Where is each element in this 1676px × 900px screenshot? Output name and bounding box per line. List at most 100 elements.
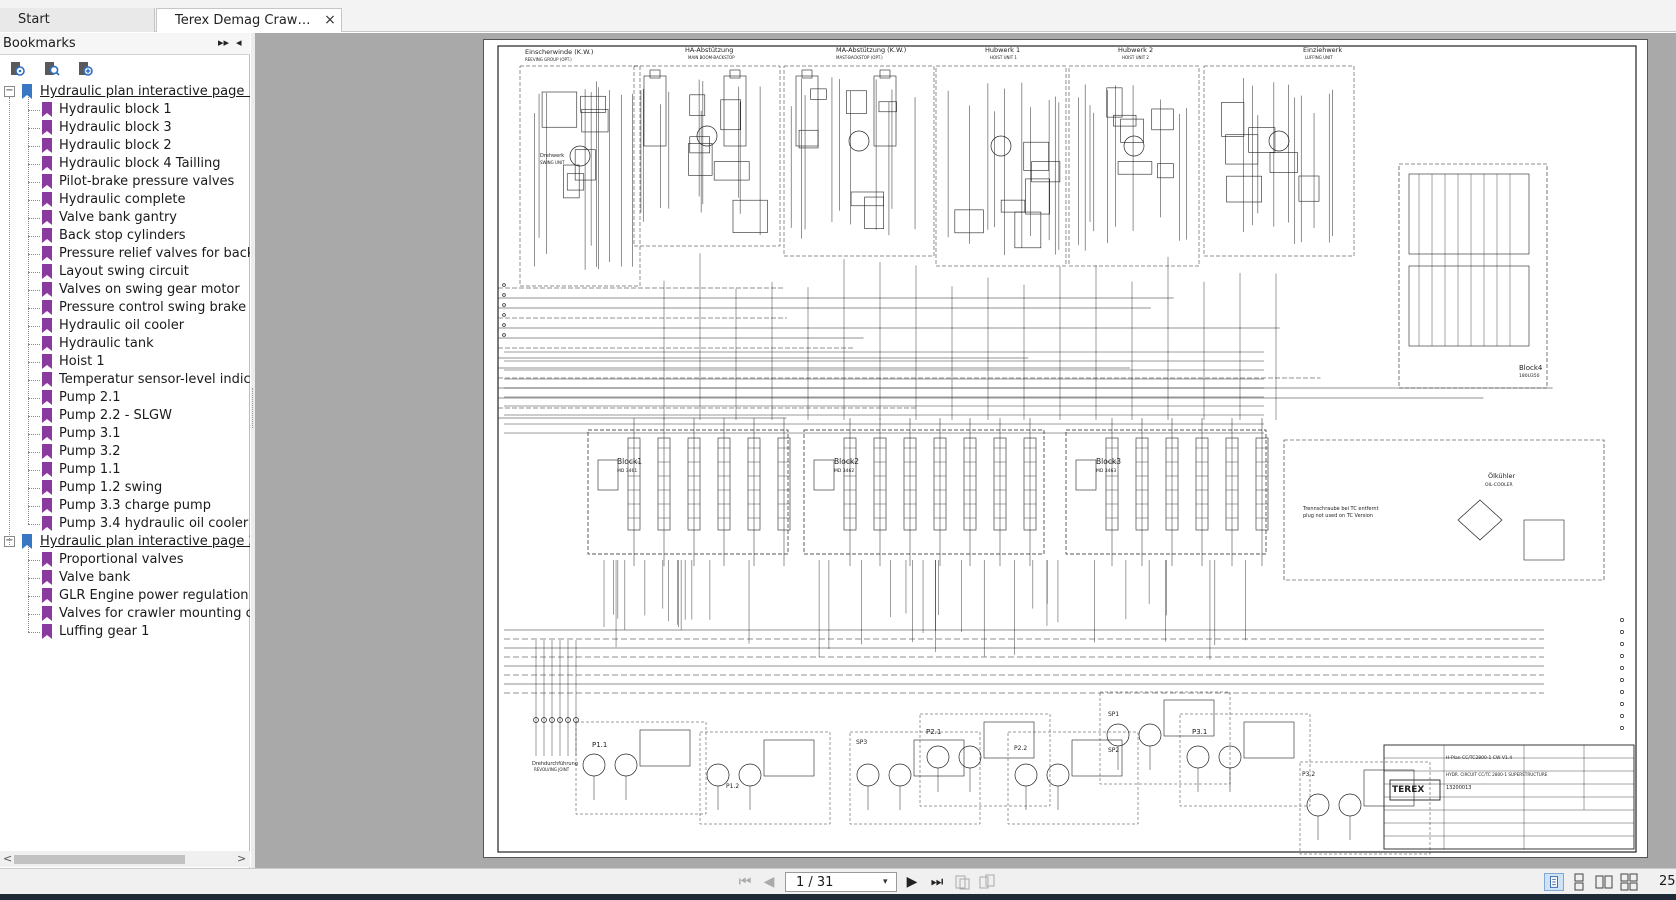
bookmark-item[interactable]: Pump 3.4 hydraulic oil cooler (0, 515, 250, 533)
bookmark-item[interactable]: Pump 2.1 (0, 389, 250, 407)
block4-name: Block4 (1519, 364, 1543, 372)
bookmark-group[interactable]: −Hydraulic plan interactive page 1 (0, 83, 250, 101)
find-bookmark-icon[interactable] (42, 60, 60, 78)
scroll-left-icon[interactable]: < (3, 852, 13, 865)
block2-name: Block2 (834, 457, 859, 466)
bookmark-label: Hydraulic oil cooler (59, 318, 185, 333)
bookmark-settings-icon[interactable] (8, 60, 26, 78)
bookmark-item[interactable]: Pump 3.1 (0, 425, 250, 443)
bookmark-item[interactable]: Luffing gear 1 (0, 623, 250, 641)
tab-start[interactable]: Start (0, 8, 155, 32)
tree-connector (28, 290, 40, 291)
panel-splitter[interactable] (251, 33, 255, 868)
continuous-view-icon[interactable] (1569, 873, 1589, 891)
bookmark-icon (42, 174, 52, 189)
bookmark-icon (42, 588, 52, 603)
continuous-facing-view-icon[interactable] (1619, 873, 1639, 891)
bookmark-item[interactable]: Pressure control swing brake (0, 299, 250, 317)
page-selector[interactable]: 1 / 31 ▾ (785, 872, 897, 892)
tree-connector (28, 254, 40, 255)
bookmark-item[interactable]: Pressure relief valves for back stop (0, 245, 250, 263)
bookmark-item[interactable]: Hydraulic complete (0, 191, 250, 209)
bookmark-label: Luffing gear 1 (59, 624, 150, 639)
schematic-linework (497, 45, 1637, 855)
tree-connector (28, 470, 40, 471)
bookmark-item[interactable]: Hydraulic block 3 (0, 119, 250, 137)
horizontal-scrollbar[interactable]: < > (0, 851, 250, 867)
chevron-down-icon[interactable]: ▾ (883, 877, 888, 887)
expand-panel-icon[interactable]: ▸▸ (218, 36, 230, 49)
bookmark-group[interactable]: −Hydraulic plan interactive page 2 (0, 533, 250, 551)
header-mast-backstop: MA-Abstützung (K.W.) (836, 46, 906, 54)
document-viewport[interactable]: Einscherwinde (K.W.) HA-Abstützung MA-Ab… (255, 33, 1676, 868)
collapse-tree-icon[interactable]: − (4, 85, 15, 97)
bookmark-item[interactable]: Hydraulic tank (0, 335, 250, 353)
bookmarks-title: Bookmarks (3, 36, 76, 51)
bookmark-label: Hydraulic block 2 (59, 138, 172, 153)
bookmark-item[interactable]: Hydraulic block 1 (0, 101, 250, 119)
bookmark-item[interactable]: Hoist 1 (0, 353, 250, 371)
bookmark-icon (42, 210, 52, 225)
zoom-level[interactable]: 25 (1659, 874, 1676, 889)
bookmark-icon (42, 444, 52, 459)
bookmark-item[interactable]: Hydraulic oil cooler (0, 317, 250, 335)
taskbar-strip (0, 894, 1676, 900)
bookmark-label: Hydraulic block 3 (59, 120, 172, 135)
collapse-panel-icon[interactable]: ◂ (236, 36, 242, 49)
bookmark-item[interactable]: Proportional valves (0, 551, 250, 569)
titleblock-desc: HYDR. CIRCUIT CC/TC 2800-1 SUPERSTRUCTUR… (1446, 772, 1548, 777)
bookmark-item[interactable]: Temperatur sensor-level indicator (0, 371, 250, 389)
tab-bar: Start Terex Demag Crawler ... × (0, 0, 1676, 32)
scrollbar-thumb[interactable] (14, 855, 185, 864)
bookmark-icon (42, 282, 52, 297)
bookmark-label: Hydraulic block 1 (59, 102, 172, 117)
bookmark-item[interactable]: Hydraulic block 4 Tailling (0, 155, 250, 173)
bookmark-item[interactable]: Valves for crawler mounting cylinde (0, 605, 250, 623)
bookmark-label: Temperatur sensor-level indicator (59, 372, 250, 387)
bookmark-item[interactable]: Valve bank gantry (0, 209, 250, 227)
two-page-rotate-icon[interactable] (978, 873, 996, 891)
single-page-view-icon[interactable] (1544, 873, 1564, 891)
bookmark-item[interactable]: Back stop cylinders (0, 227, 250, 245)
block1-name: Block1 (617, 457, 642, 466)
bookmark-item[interactable]: Valves on swing gear motor (0, 281, 250, 299)
subheader-main-backstop: MAIN BOOM-BACKSTOP (688, 55, 735, 60)
bookmark-label: Pump 3.1 (59, 426, 121, 441)
tree-connector (28, 164, 40, 165)
bookmark-label: Pump 1.1 (59, 462, 121, 477)
bookmark-item[interactable]: Pump 1.2 swing (0, 479, 250, 497)
previous-page-button[interactable]: ◀ (763, 874, 775, 890)
bookmark-item[interactable]: Pump 3.2 (0, 443, 250, 461)
bookmark-item[interactable]: Hydraulic block 2 (0, 137, 250, 155)
block4-code: 180U350 (1519, 373, 1540, 379)
scroll-right-icon[interactable]: > (237, 852, 247, 865)
bookmark-item[interactable]: Pump 1.1 (0, 461, 250, 479)
bookmark-item[interactable]: Pump 3.3 charge pump (0, 497, 250, 515)
first-page-button[interactable]: ⏮ (738, 874, 752, 890)
bookmark-item[interactable]: Pilot-brake pressure valves (0, 173, 250, 191)
label-revolving-joint-sub: REVOLVING JOINT (534, 767, 570, 772)
rotate-page-icon[interactable] (953, 873, 971, 891)
next-page-button[interactable]: ▶ (906, 874, 918, 890)
tree-connector (28, 128, 40, 129)
facing-view-icon[interactable] (1594, 873, 1614, 891)
bookmark-icon (22, 84, 32, 99)
add-bookmark-icon[interactable] (76, 60, 94, 78)
close-tab-icon[interactable]: × (324, 12, 336, 28)
last-page-button[interactable]: ⏭ (930, 874, 944, 890)
tree-connector (28, 308, 40, 309)
bookmark-item[interactable]: Valve bank (0, 569, 250, 587)
block3-code: MD 3463 (1096, 468, 1116, 474)
tree-connector (28, 218, 40, 219)
bookmarks-toolbar (0, 56, 250, 82)
bookmark-item[interactable]: Layout swing circuit (0, 263, 250, 281)
bookmark-item[interactable]: GLR Engine power regulation (0, 587, 250, 605)
pdf-page: Einscherwinde (K.W.) HA-Abstützung MA-Ab… (483, 39, 1648, 858)
bookmark-icon (42, 480, 52, 495)
tab-document[interactable]: Terex Demag Crawler ... (156, 8, 342, 32)
tree-connector (28, 547, 29, 632)
bookmark-icon (42, 372, 52, 387)
pump-label-p2-2: P2.2 (1014, 745, 1027, 752)
bookmark-item[interactable]: Pump 2.2 - SLGW (0, 407, 250, 425)
bookmark-icon (42, 624, 52, 639)
